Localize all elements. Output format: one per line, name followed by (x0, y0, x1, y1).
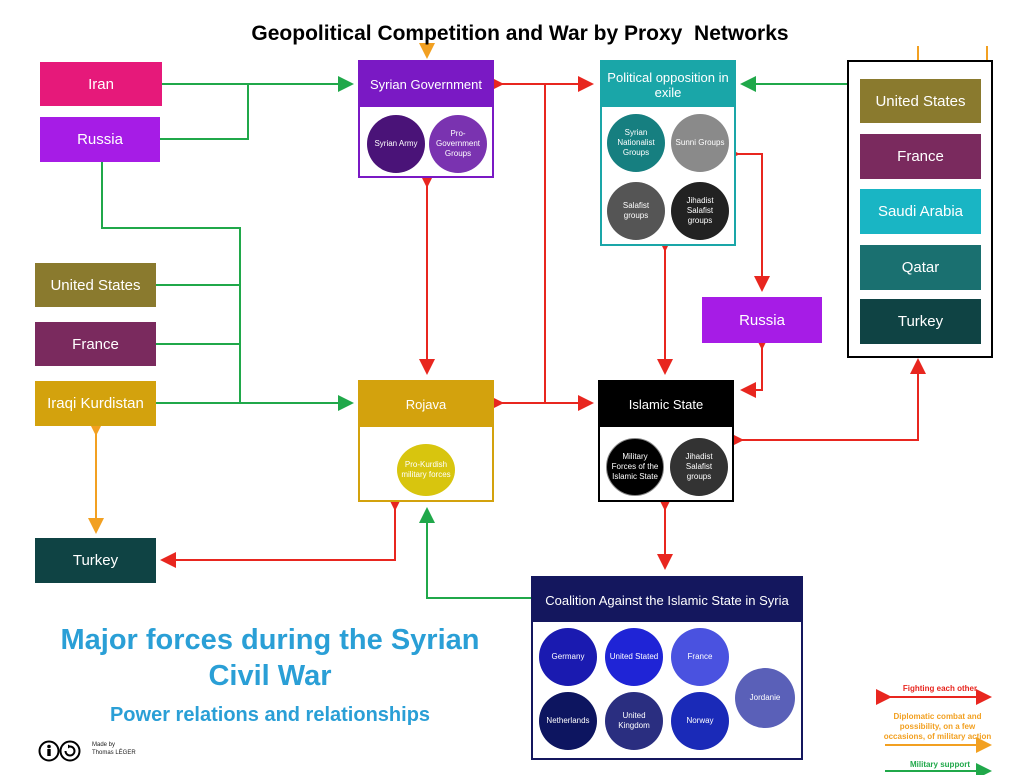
member-is-military-forces: Military Forces of the Islamic State (606, 438, 664, 496)
fight-line-group-is (728, 358, 926, 448)
support-line-russia-rojava (101, 162, 241, 403)
rojava-label: Rojava (360, 382, 492, 427)
actor-united-states-left: United States (35, 263, 156, 307)
actor-russia-left: Russia (40, 117, 160, 162)
credit-line-1: Made by (92, 742, 116, 748)
fight-line-turkey-rojava (160, 495, 403, 568)
supporters-group: United States France Saudi Arabia Qatar … (847, 60, 993, 358)
member-salafist-groups: Salafist groups (607, 182, 665, 240)
islamic-state-panel: Islamic State Military Forces of the Isl… (598, 380, 734, 502)
member-jihadist-salafist-groups-is: Jihadist Salafist groups (670, 438, 728, 496)
actor-iran: Iran (40, 62, 162, 106)
member-norway: Norway (671, 692, 729, 750)
member-sunni-groups: Sunni Groups (671, 114, 729, 172)
group-turkey: Turkey (860, 299, 981, 344)
support-line-russia-gov (160, 84, 249, 140)
actor-russia-right: Russia (702, 297, 822, 343)
legend-support-label: Military support (909, 760, 970, 769)
fight-line-russia-opposition (724, 146, 770, 292)
islamic-state-label: Islamic State (600, 382, 732, 427)
actor-iraqi-kurdistan: Iraqi Kurdistan (35, 381, 156, 426)
diagram-title: Geopolitical Competition and War by Prox… (251, 22, 789, 45)
member-pro-kurdish-forces: Pro-Kurdish military forces (397, 444, 455, 496)
member-jordanie: Jordanie (735, 668, 795, 728)
actor-turkey-left: Turkey (35, 538, 156, 583)
group-united-states: United States (860, 79, 981, 123)
main-title: Major forces during the Syrian Civil War (60, 624, 480, 692)
credit-text: Made by Thomas LÉGER (92, 741, 136, 757)
member-pro-government-groups: Pro-Government Groups (429, 115, 487, 173)
legend-fighting-label: Fighting each other (902, 684, 978, 693)
syrian-government-panel: Syrian Government Syrian Army Pro-Govern… (358, 60, 494, 178)
member-syrian-nationalist-groups: Syrian Nationalist Groups (607, 114, 665, 172)
fight-line-russia-is (740, 334, 770, 398)
group-saudi-arabia: Saudi Arabia (860, 189, 981, 234)
cc-by-icon (38, 740, 81, 762)
opposition-panel: Political opposition in exile Syrian Nat… (600, 60, 736, 246)
member-france: France (671, 628, 729, 686)
group-france: France (860, 134, 981, 179)
support-line-coalition-rojava (419, 507, 531, 599)
syrian-government-label: Syrian Government (360, 62, 492, 107)
group-qatar: Qatar (860, 245, 981, 290)
opposition-label: Political opposition in exile (602, 62, 734, 107)
coalition-panel: Coalition Against the Islamic State in S… (531, 576, 803, 760)
member-syrian-army: Syrian Army (367, 115, 425, 173)
rojava-panel: Rojava Pro-Kurdish military forces (358, 380, 494, 502)
member-netherlands: Netherlands (539, 692, 597, 750)
subtitle: Power relations and relationships (109, 704, 431, 726)
credit-line-2: Thomas LÉGER (92, 750, 136, 756)
coalition-label: Coalition Against the Islamic State in S… (533, 578, 801, 622)
actor-france-left: France (35, 322, 156, 366)
member-germany: Germany (539, 628, 597, 686)
member-united-kingdom: United Kingdom (605, 692, 663, 750)
member-united-stated: United Stated (605, 628, 663, 686)
legend-diplomatic-label: Diplomatic combat and possibility, on a … (883, 712, 992, 741)
member-jihadist-salafist-groups-opp: Jihadist Salafist groups (671, 182, 729, 240)
